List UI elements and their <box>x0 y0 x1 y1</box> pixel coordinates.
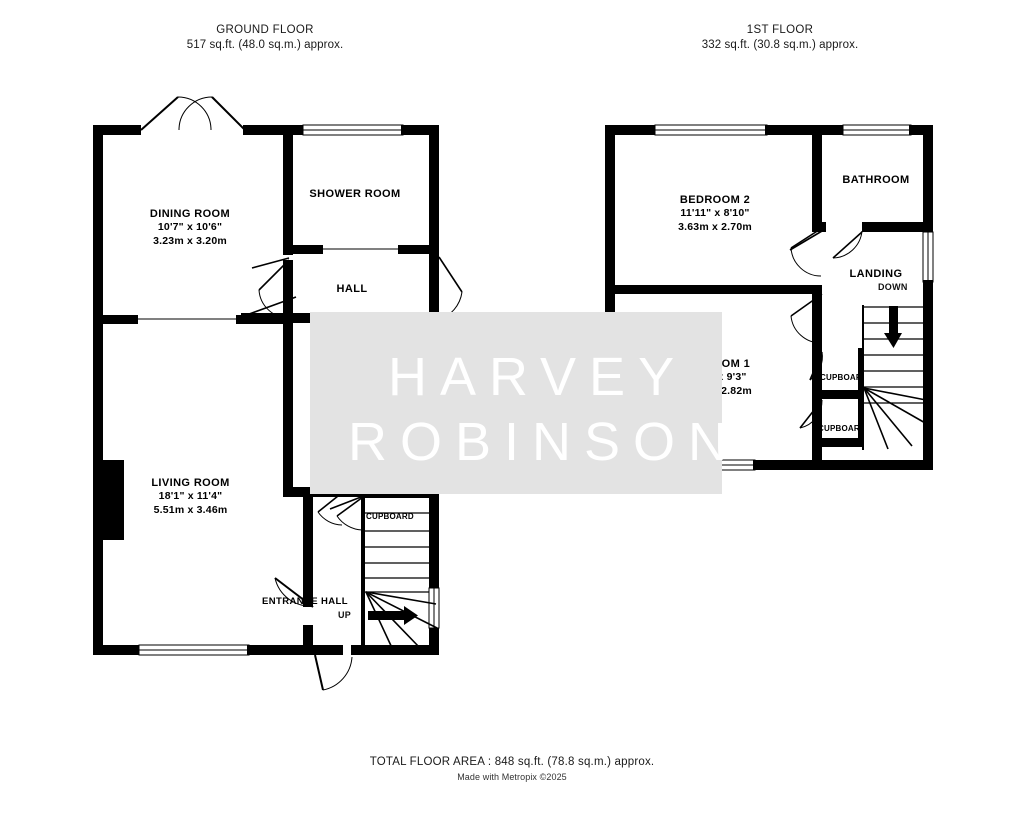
watermark-text-line1: HARVEY <box>388 347 688 407</box>
ground-floor-title-block: GROUND FLOOR 517 sq.ft. (48.0 sq.m.) app… <box>115 23 415 53</box>
watermark-band <box>310 312 722 494</box>
cupboard-label-first-upper: CUPBOARD <box>820 373 864 382</box>
first-floor-area: 332 sq.ft. (30.8 sq.m.) approx. <box>701 39 859 51</box>
first-floor-title: 1ST FLOOR <box>746 24 814 36</box>
watermark-text-line2: ROBINSON <box>348 412 741 472</box>
cupboard-label-ground: CUPBOARD <box>366 512 422 521</box>
stairs-down-arrow <box>884 306 902 348</box>
cupboard-ground-text: CUPBOARD <box>366 512 414 521</box>
made-with-credit: Made with Metropix ©2025 <box>457 772 567 782</box>
cupboard-first-upper-text: CUPBOARD <box>820 373 864 382</box>
ground-floor-title: GROUND FLOOR <box>216 24 314 36</box>
stairs-up-label: UP <box>338 610 352 620</box>
ground-floor-area: 517 sq.ft. (48.0 sq.m.) approx. <box>186 39 344 51</box>
first-floor-title-block: 1ST FLOOR 332 sq.ft. (30.8 sq.m.) approx… <box>630 23 930 53</box>
first-floor-plan <box>605 124 934 471</box>
stairs-up-arrow <box>368 606 418 625</box>
cupboard-label-first-lower: CUPBOARD <box>818 424 864 433</box>
cupboard-first-lower-text: CUPBOARD <box>818 424 864 433</box>
stairs-down-label: DOWN <box>878 282 908 292</box>
total-floor-area-text: TOTAL FLOOR AREA : 848 sq.ft. (78.8 sq.m… <box>369 756 655 768</box>
